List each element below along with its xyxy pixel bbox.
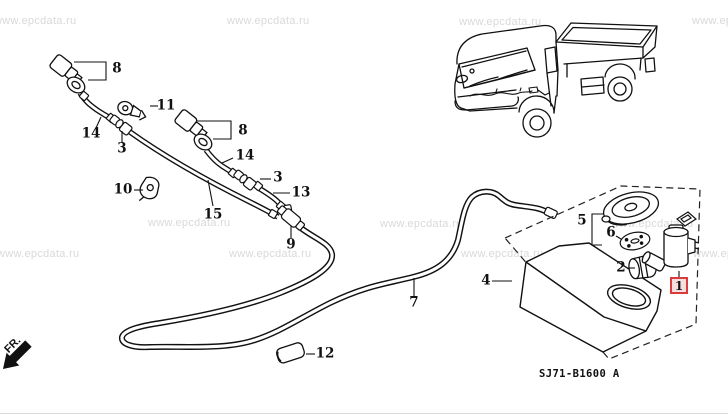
part-label-6[interactable]: 6: [606, 224, 616, 241]
watermark: www.epcdata.ru: [0, 15, 77, 27]
washer-nozzle-left: [49, 54, 86, 94]
part-label-7[interactable]: 7: [409, 294, 419, 311]
watermark: www.epcdata.ru: [692, 15, 728, 27]
callout-leader-lines: [74, 61, 680, 355]
part-label-3-left[interactable]: 3: [117, 140, 127, 157]
tank-cap-5: [601, 191, 660, 226]
watermark: www.epcdata.ru: [0, 248, 80, 260]
watermark: www.epcdata.ru: [227, 15, 310, 27]
hose-clip-11: [117, 100, 147, 121]
part-label-9[interactable]: 9: [286, 236, 296, 253]
part-label-1: 1: [674, 278, 684, 293]
hose-clip-10: [138, 176, 160, 202]
tube-joint-3-left: [109, 114, 133, 136]
watermark: www.epcdata.ru: [229, 248, 312, 260]
hose-y-joint-9: [276, 204, 306, 231]
page-bottom-rule: [0, 413, 728, 414]
part-label-13[interactable]: 13: [291, 184, 311, 201]
watermark: www.epcdata.ru: [380, 218, 463, 230]
watermark: www.epcdata.ru: [461, 248, 544, 260]
washer-nozzle-right: [174, 109, 213, 151]
nozzle-grommet-left: [66, 76, 86, 94]
grommet-sheet-12: [275, 342, 305, 364]
front-direction-arrow: FR.: [2, 335, 32, 369]
part-label-12[interactable]: 12: [315, 345, 335, 362]
tank-strainer-6: [619, 231, 651, 251]
part-label-11[interactable]: 11: [156, 97, 176, 114]
truck-illustration: [454, 22, 658, 138]
part-label-10[interactable]: 10: [113, 181, 133, 198]
part-label-5[interactable]: 5: [577, 212, 587, 229]
part-label-8-left[interactable]: 8: [112, 60, 122, 77]
part-label-3-right[interactable]: 3: [273, 169, 283, 186]
part-label-14-left[interactable]: 14: [81, 125, 101, 142]
part-label-2[interactable]: 2: [616, 259, 626, 276]
diagram-code: SJ71-B1600 A: [539, 368, 620, 380]
part-label-14-right[interactable]: 14: [235, 147, 255, 164]
watermark: www.epcdata.ru: [693, 248, 728, 260]
watermark: www.epcdata.ru: [148, 217, 231, 229]
watermark: www.epcdata.ru: [459, 16, 542, 28]
tank-clip: [676, 211, 697, 227]
part-label-4[interactable]: 4: [481, 272, 491, 289]
part-label-8-right[interactable]: 8: [238, 122, 248, 139]
washer-tank-4: [519, 242, 662, 353]
hose-end-fitting: [543, 206, 558, 219]
washer-tubes: [77, 91, 549, 351]
highlighted-part-box[interactable]: 1: [670, 277, 688, 294]
tube-joint-3-right: [233, 169, 257, 191]
washer-pump-1: [641, 224, 700, 272]
nozzle-grommet-right: [193, 133, 213, 151]
part-label-15[interactable]: 15: [203, 206, 223, 223]
